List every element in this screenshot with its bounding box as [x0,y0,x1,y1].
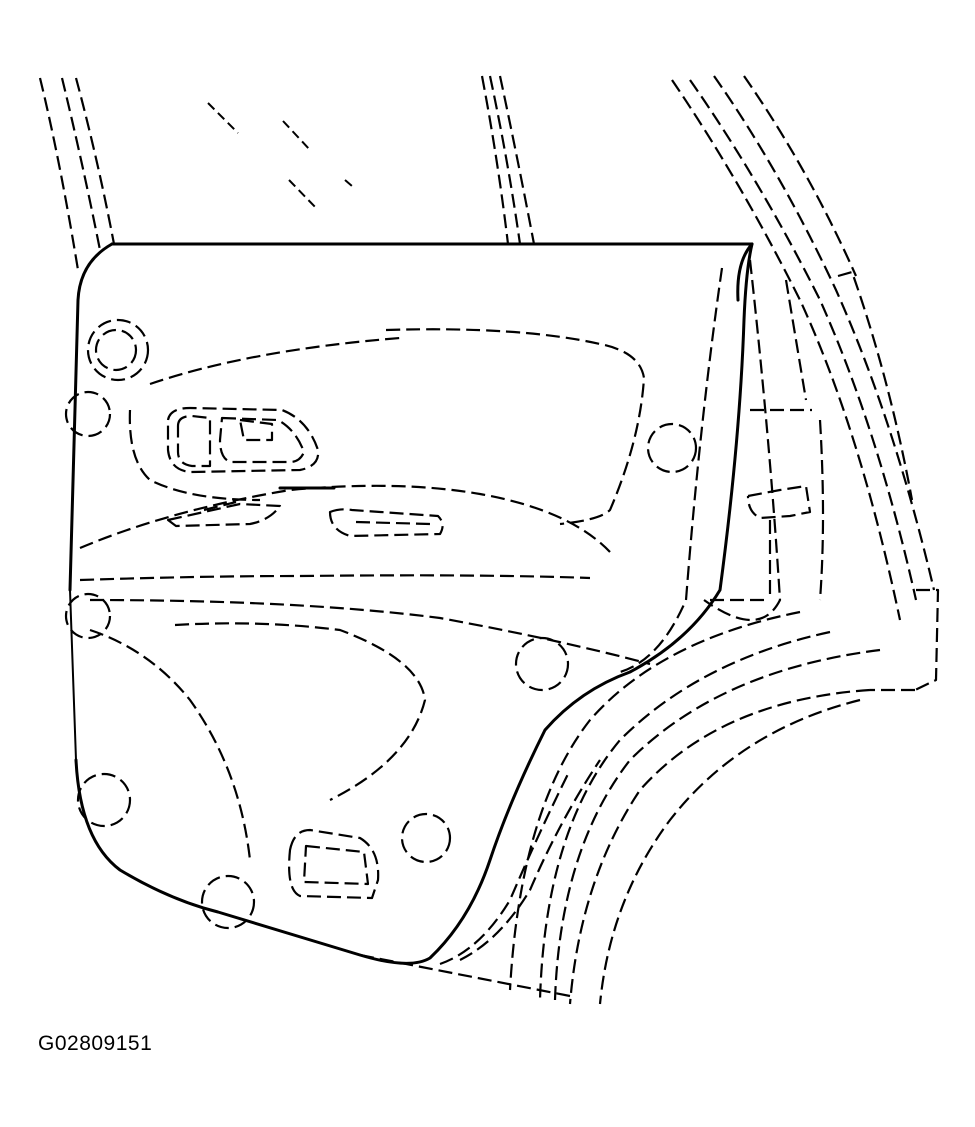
power-window-switch-panel [166,406,320,474]
wheel-arch [508,610,881,1005]
door-lower-body [359,759,601,998]
armrest-contours [79,328,651,861]
door-shell-right [619,259,825,674]
door-trim-panel-outline [68,242,754,965]
trim-clip-locations [64,318,698,930]
clip-rear-upper [646,422,698,474]
window-frame-pillar [480,75,536,245]
rear-quarter-body [671,75,940,692]
door-pull-handles [166,486,444,538]
clip-bottom-rear [400,812,452,864]
front-door-frame [38,77,116,271]
window-glass-marks [207,102,353,211]
clip-upper-front [86,318,150,382]
clip-upper-front-inner [94,328,138,372]
clip-bottom-front [200,874,256,930]
clip-rear-middle [514,636,570,692]
figure-id-label: G02809151 [38,1032,153,1055]
clip-front-upper-edge [64,390,112,438]
clip-front-middle [64,592,112,640]
clip-front-lower [76,772,132,828]
map-pocket [288,828,380,900]
